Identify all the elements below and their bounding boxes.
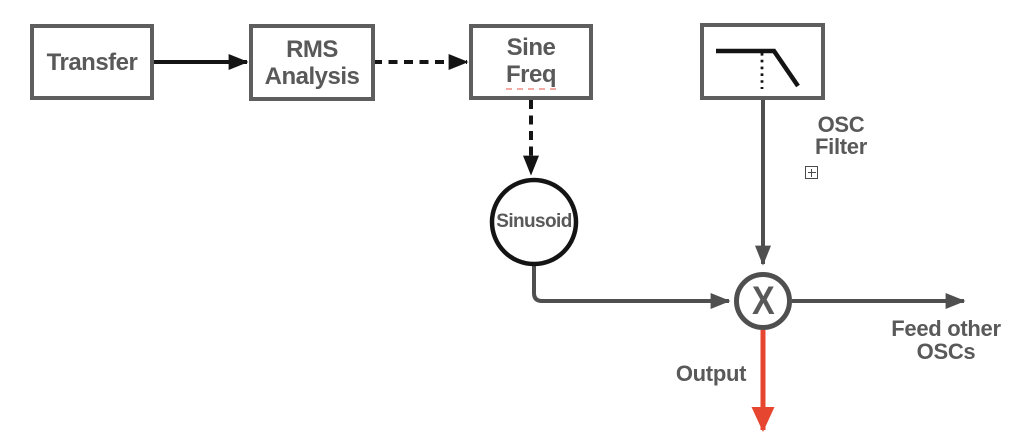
multiplier-node: [734, 272, 792, 330]
arrow-sinusoid-to-multiplier: [532, 266, 731, 309]
rms-analysis-box: [249, 24, 375, 101]
sinusoid-node: [489, 177, 579, 267]
lowpass-curve-icon: [716, 48, 800, 88]
expand-icon[interactable]: [805, 166, 818, 179]
transfer-box: [30, 24, 154, 100]
sine-freq-box: [469, 24, 593, 100]
